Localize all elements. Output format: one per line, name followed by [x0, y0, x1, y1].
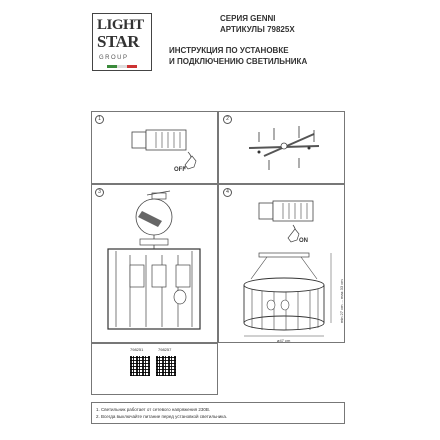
codes-panel: 798251 798257 — [91, 343, 218, 395]
series-label: СЕРИЯ GENNI — [220, 14, 276, 23]
logo-text-light: LIGHT — [97, 17, 144, 33]
switch-off-illustration — [131, 129, 197, 170]
step-4-number: 4 — [223, 188, 232, 197]
logo-text-group: GROUP — [99, 55, 129, 61]
brand-logo: LIGHT STAR GROUP — [92, 13, 152, 71]
on-label: ON — [299, 238, 308, 244]
title-line-1: ИНСТРУКЦИЯ ПО УСТАНОВКЕ — [169, 46, 289, 55]
qr-code-1 — [130, 356, 150, 376]
step-4-panel: 4 min 27 cm ... max 33 cm ø — [218, 184, 345, 343]
note-1: 1. Светильник работает от сетевого напря… — [96, 407, 211, 412]
articles-label: АРТИКУЛЫ 79825X — [220, 25, 295, 34]
height-dimension-label: min 27 cm ... max 33 cm — [339, 279, 344, 323]
step-2-number: 2 — [223, 115, 232, 124]
code-1-label: 798251 — [130, 347, 144, 352]
off-label: OFF — [174, 167, 186, 173]
title-line-2: И ПОДКЛЮЧЕНИЮ СВЕТИЛЬНИКА — [169, 57, 308, 66]
notes-panel: 1. Светильник работает от сетевого напря… — [91, 402, 345, 424]
logo-text-star: STAR — [97, 32, 140, 51]
step-2-panel: 2 — [218, 111, 345, 184]
code-2-label: 798257 — [158, 347, 172, 352]
diameter-dimension-label: ø47 cm — [277, 338, 291, 343]
step-1-panel: 1 OFF — [91, 111, 218, 184]
step-3-panel: 3 — [91, 184, 218, 343]
italian-flag-stripe — [107, 65, 137, 68]
qr-code-2 — [156, 356, 176, 376]
shade-assembly-illustration — [107, 190, 201, 330]
note-2: 2. Всегда выключайте питание перед устан… — [96, 414, 228, 419]
step-1-number: 1 — [95, 115, 104, 124]
switch-on-and-dimensions-illustration — [243, 200, 332, 337]
mounting-bracket-illustration — [248, 126, 320, 170]
step-3-number: 3 — [95, 188, 104, 197]
